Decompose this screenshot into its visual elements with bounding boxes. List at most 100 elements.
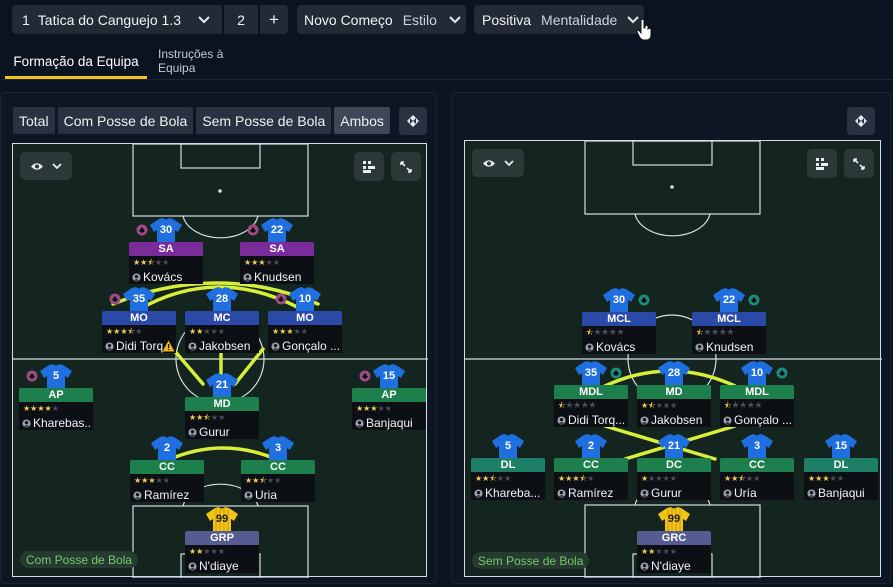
player-name: Didi Torq... <box>105 339 175 353</box>
player-card[interactable]: 22 MCL ⯪★★★★ Knudsen <box>692 287 766 354</box>
player-card[interactable]: 35 MDL ⯪★★★★ Didi Torq... <box>554 360 628 427</box>
visibility-toggle[interactable] <box>20 152 72 180</box>
player-info: ⯪★★★★ Didi Torq... <box>554 399 628 427</box>
mentality-dropdown[interactable]: Positiva Mentalidade <box>474 5 644 34</box>
tactic-selector[interactable]: 1 Tatica do Canguejo 1.3 2 + <box>12 5 288 34</box>
shirt-number: 30 <box>159 224 173 236</box>
filter-in-possession[interactable]: Com Posse de Bola <box>57 107 194 134</box>
role-label: DL <box>804 458 878 472</box>
player-info: ★★★⯪★ Didi Torq... <box>102 325 176 353</box>
expand-button[interactable] <box>391 152 421 181</box>
mentality-value: Positiva <box>482 11 532 28</box>
shirt-number: 3 <box>753 440 761 452</box>
shirt-number: 21 <box>215 379 229 391</box>
star-rating: ★★⯪★★ <box>245 476 282 485</box>
player-name: Kovács <box>132 270 202 284</box>
player-trait-icon <box>109 292 121 305</box>
tactic-slot-button[interactable]: 2 <box>237 11 245 28</box>
shirt-icon: 30 <box>602 287 636 315</box>
style-label: Estilo <box>402 11 437 28</box>
shirt-number: 35 <box>132 293 146 305</box>
player-card[interactable]: 10 MO ★★★★★ Gonçalo ... <box>268 286 342 353</box>
player-card[interactable]: 22 SA ★★★★★ Knudsen <box>240 217 314 284</box>
person-icon <box>243 272 252 282</box>
player-name: Knudsen <box>243 270 313 284</box>
shirt-number: 22 <box>722 294 736 306</box>
player-card[interactable]: 99 GRP ★★★★★ N'diaye <box>185 506 259 573</box>
player-card[interactable]: 15 DL ★★★★★ Banjaqui <box>804 433 878 500</box>
tactic-dropdown-toggle[interactable] <box>186 5 222 34</box>
role-label: MD <box>637 385 711 399</box>
eye-icon <box>483 159 495 167</box>
hand-cursor-icon <box>636 18 652 41</box>
player-card[interactable]: 10 MDL ⯪★★★★ Gonçalo ... <box>720 360 794 427</box>
player-card[interactable]: 30 MCL ⯪★★★★ Kovács <box>582 287 656 354</box>
player-trait-icon <box>247 223 259 236</box>
player-name: Gurur <box>188 425 258 439</box>
star-rating: ★★★★★ <box>356 404 392 413</box>
player-info: ★★★★★ Banjaqui <box>804 472 878 500</box>
person-icon <box>640 415 649 425</box>
role-change-icon <box>776 366 788 379</box>
player-card[interactable]: 3 CC ★★⯪★★ Uria <box>241 435 315 502</box>
add-tactic-button[interactable]: + <box>269 9 279 29</box>
person-icon <box>557 415 566 425</box>
star-rating: ⯪★★★★ <box>586 328 625 337</box>
shirt-icon: 99 <box>205 506 239 534</box>
tab-team-instructions[interactable]: Instruções à Equipa <box>158 47 224 75</box>
filter-both[interactable]: Ambos <box>334 107 390 134</box>
divider <box>222 5 224 34</box>
warning-icon[interactable] <box>162 339 175 352</box>
role-label: DL <box>471 458 545 472</box>
filter-total[interactable]: Total <box>13 107 55 134</box>
person-icon <box>271 341 280 351</box>
player-info: ★★★★★ N'diaye <box>185 545 259 573</box>
player-info: ★★★⯪★ Ramírez <box>554 472 628 500</box>
shirt-icon: 21 <box>657 433 691 461</box>
shirt-icon: 3 <box>261 435 295 463</box>
shirt-icon: 30 <box>149 217 183 245</box>
player-card[interactable]: 21 MD ★★⯪★★ Gurur <box>185 372 259 439</box>
player-info: ⯪★★★★ Kovács <box>582 326 656 354</box>
visibility-toggle[interactable] <box>472 149 524 177</box>
player-card[interactable]: 30 SA ★★⯪★★ Kovács <box>129 217 203 284</box>
player-card[interactable]: 2 CC ★★★★★ Ramírez <box>130 435 204 502</box>
player-card[interactable]: 5 AP ★★★★★ Kharebas... <box>19 363 93 430</box>
player-name: Jakobsen <box>188 339 258 353</box>
shirt-number: 28 <box>667 367 681 379</box>
player-card[interactable]: 21 DC ★★★★★ Gurur <box>637 433 711 500</box>
shirt-icon: 22 <box>712 287 746 315</box>
player-card[interactable]: 28 MC ★★★★★ Jakobsen <box>185 286 259 353</box>
player-info: ★★★★★ Banjaqui <box>352 402 426 430</box>
player-card[interactable]: 28 MD ★⯪★★★ Jakobsen <box>637 360 711 427</box>
player-info: ★★⯪★★ Kovács <box>129 256 203 284</box>
tab-team-formation[interactable]: Formação da Equipa <box>5 44 147 79</box>
role-label: MDL <box>720 385 794 399</box>
person-icon <box>723 488 732 498</box>
player-name: N'diaye <box>640 559 710 573</box>
star-rating: ★★⯪★★ <box>189 413 226 422</box>
star-rating: ★★★★★ <box>23 404 59 413</box>
player-name: Ramírez <box>133 488 203 502</box>
grid-icon <box>363 160 375 173</box>
filter-out-of-possession[interactable]: Sem Posse de Bola <box>196 107 332 134</box>
tactic-dropdown[interactable]: 1 Tatica do Canguejo 1.3 <box>12 5 186 34</box>
player-card[interactable]: 35 MO ★★★⯪★ Didi Torq... <box>102 286 176 353</box>
person-icon <box>557 488 566 498</box>
layout-grid-button[interactable] <box>354 152 384 181</box>
shirt-icon: 99 <box>657 506 691 534</box>
tactic-settings-button[interactable] <box>399 107 427 135</box>
player-card[interactable]: 5 DL ★★⯪★★ Khareba... <box>471 433 545 500</box>
tactic-settings-button[interactable] <box>847 107 875 135</box>
player-card[interactable]: 3 CC ★★⯪★★ Uría <box>720 433 794 500</box>
expand-button[interactable] <box>844 149 874 178</box>
layout-grid-button[interactable] <box>807 149 837 178</box>
player-card[interactable]: 15 AP ★★★★★ Banjaqui <box>352 363 426 430</box>
person-icon <box>807 488 816 498</box>
style-dropdown[interactable]: Novo Começo Estilo <box>297 5 466 34</box>
chevron-down-icon <box>198 15 210 23</box>
player-card[interactable]: 99 GRC ★★★★★ N'diaye <box>637 506 711 573</box>
player-card[interactable]: 2 CC ★★★⯪★ Ramírez <box>554 433 628 500</box>
person-icon <box>133 490 142 500</box>
player-info: ★⯪★★★ Jakobsen <box>637 399 711 427</box>
